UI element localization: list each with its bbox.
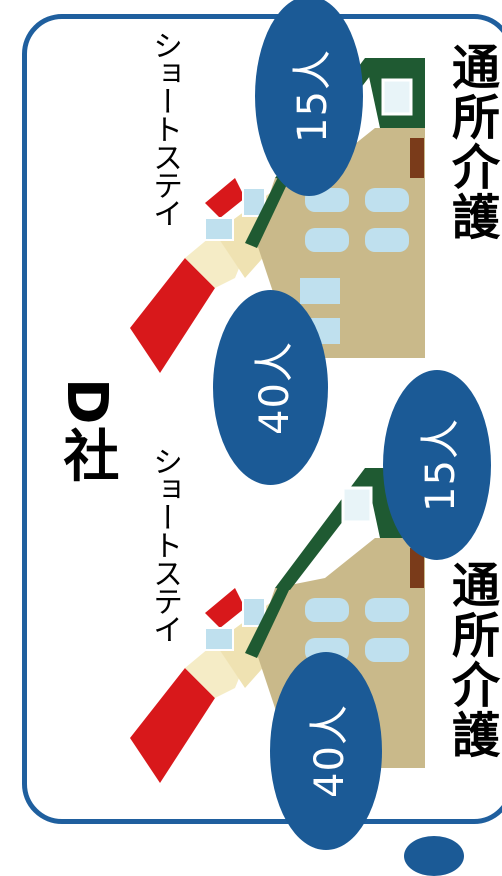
decorative-shape [404, 836, 464, 876]
company-frame [22, 14, 502, 824]
capacity-badge: 40人 [213, 290, 328, 485]
capacity-value: 40人 [307, 704, 353, 798]
short-stay-label: ショートステイ [147, 446, 182, 642]
capacity-badge: 15人 [383, 370, 491, 560]
short-stay-label: ショートステイ [147, 30, 182, 226]
capacity-value: 40人 [251, 340, 298, 435]
day-service-label: 通所介護 [443, 560, 499, 760]
capacity-value: 15人 [418, 418, 464, 512]
company-label: D社 [54, 378, 119, 485]
capacity-badge: 40人 [270, 652, 382, 850]
capacity-badge: 15人 [255, 0, 363, 196]
day-service-label: 通所介護 [443, 42, 499, 242]
capacity-value: 15人 [290, 49, 336, 143]
